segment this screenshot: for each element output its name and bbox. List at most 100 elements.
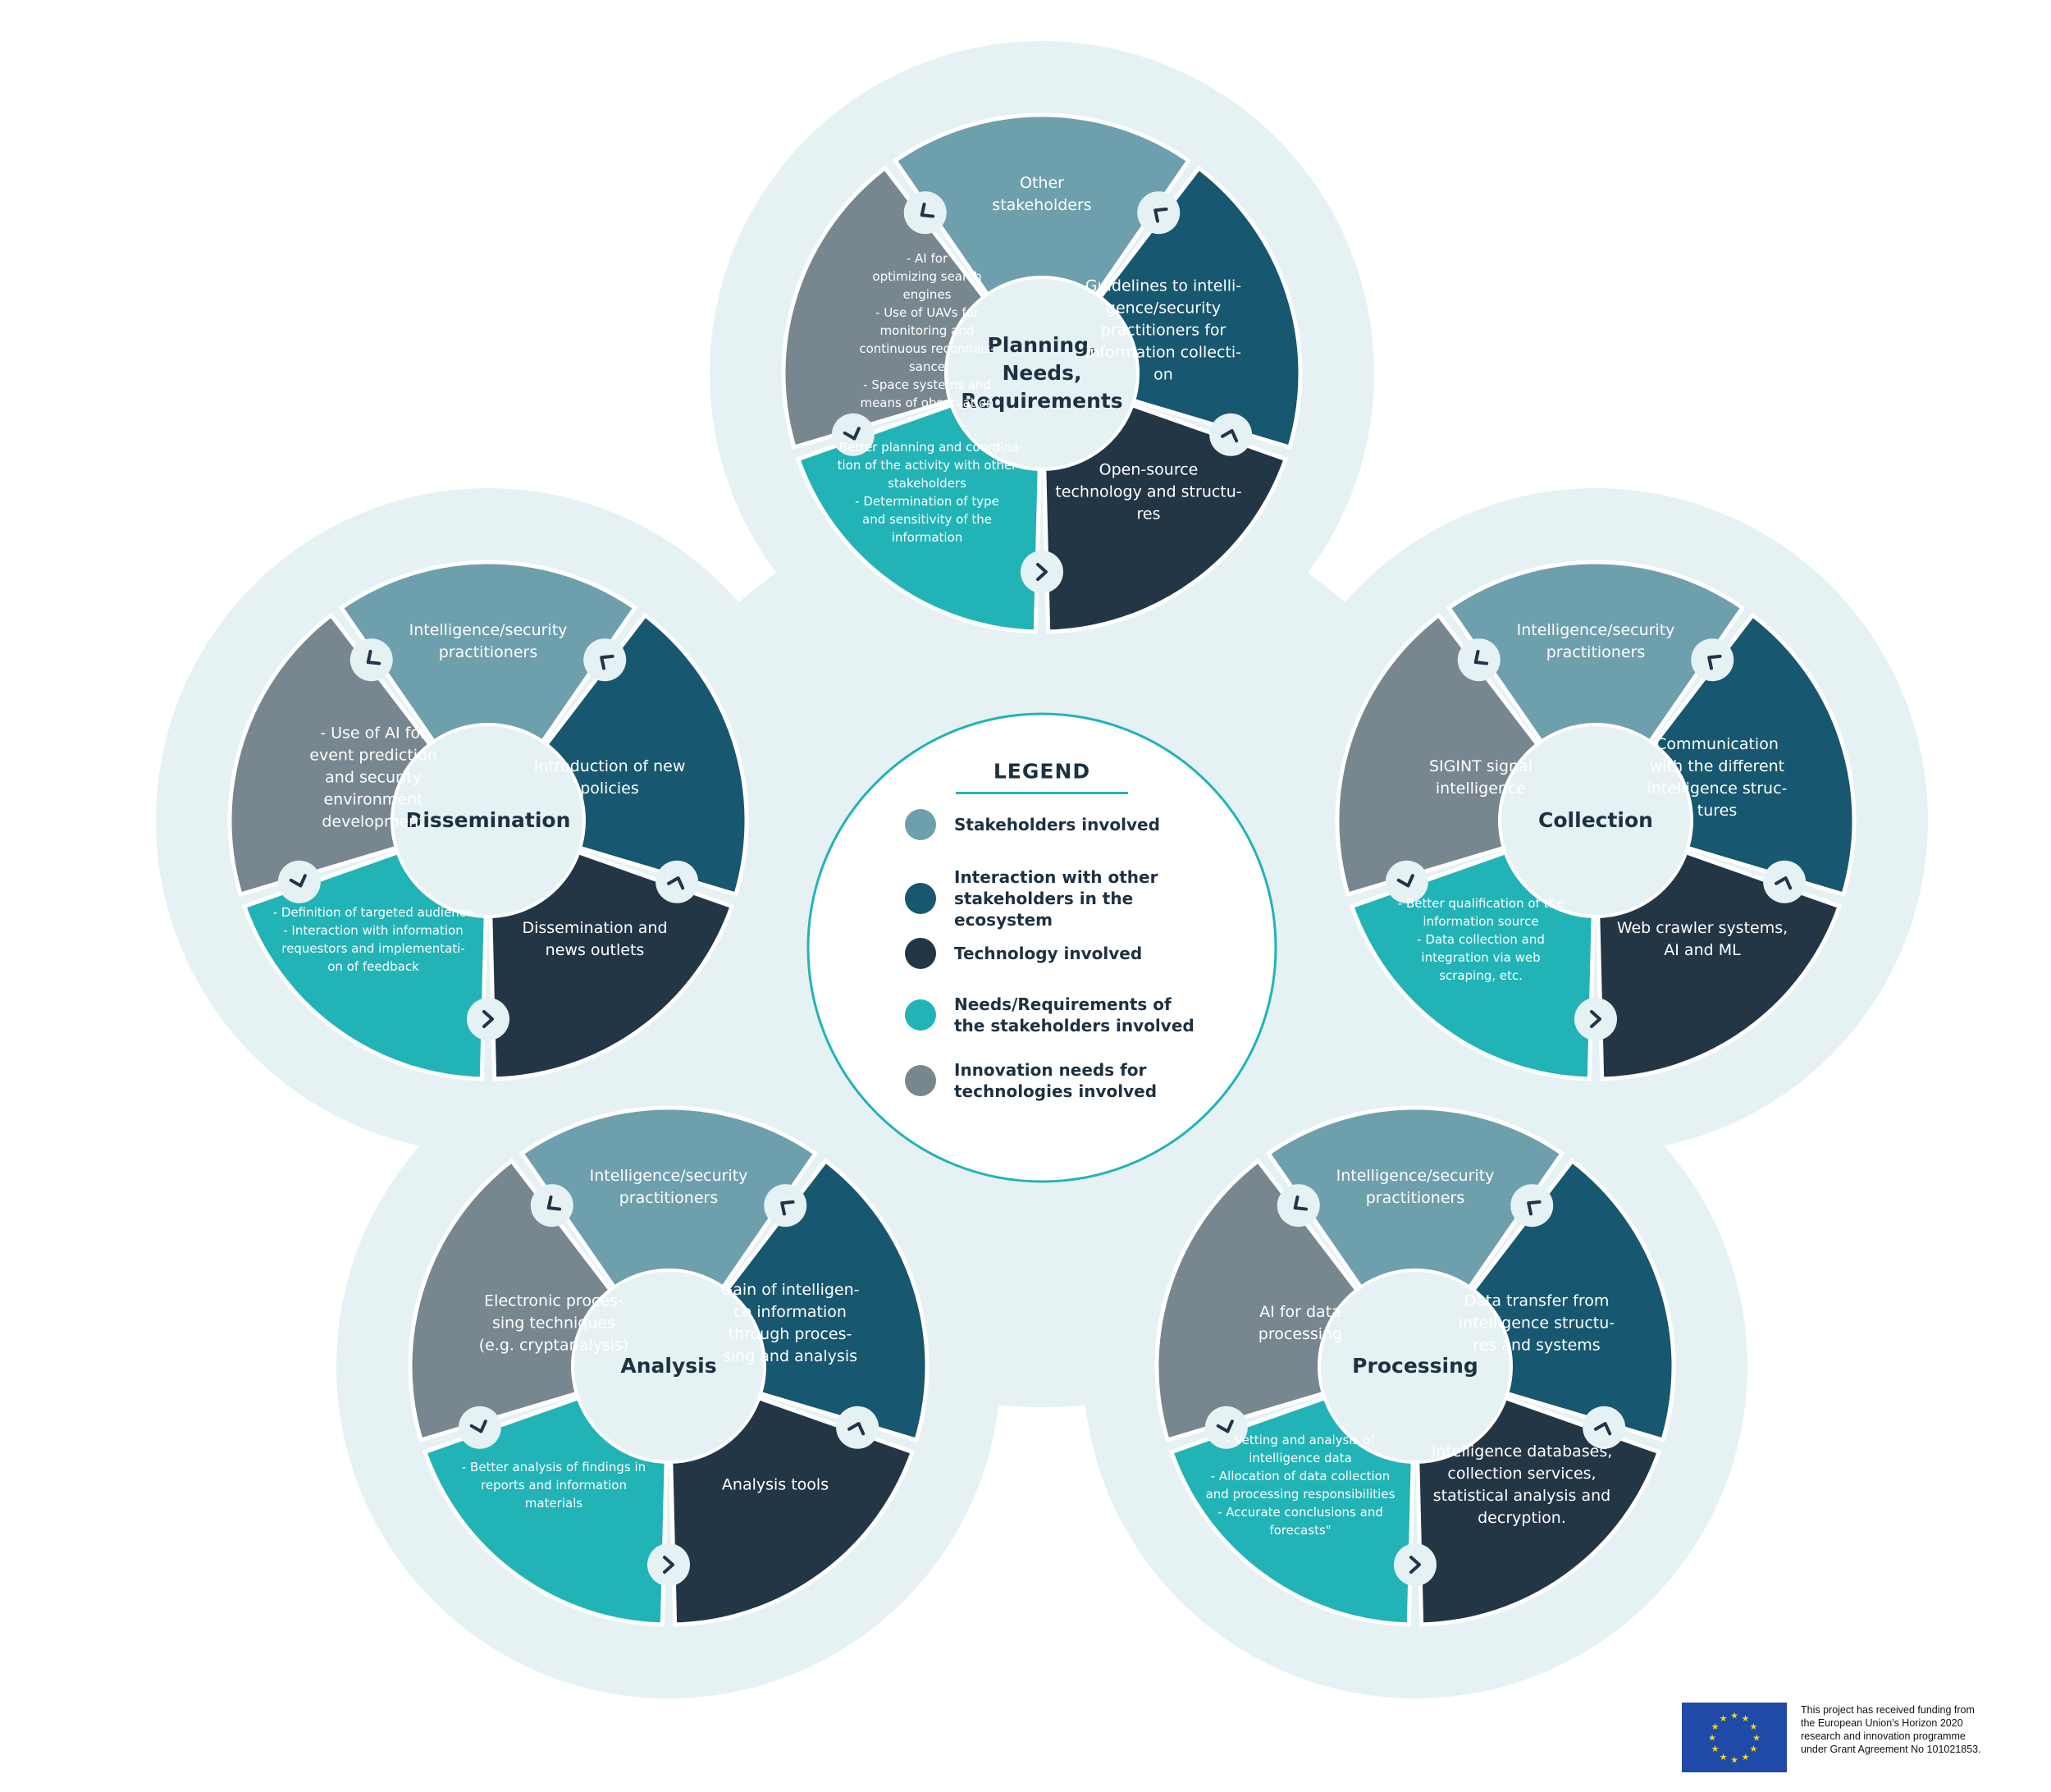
segment-label-line: Other: [1020, 174, 1064, 192]
segment-label-line: reports and information: [481, 1478, 627, 1493]
segment-label-line: stakeholders: [992, 196, 1092, 214]
wheel-title-line: Dissemination: [405, 808, 571, 832]
legend-swatch: [905, 809, 936, 840]
segment-label-line: sing and analysis: [722, 1347, 858, 1365]
segment-label-line: - AI for: [906, 251, 948, 266]
wheel-title-line: Collection: [1538, 808, 1653, 832]
cycle-arrow-icon: [277, 860, 321, 903]
legend-label-line: the stakeholders involved: [954, 1016, 1195, 1035]
segment-label-line: Introduction of new: [533, 757, 686, 775]
wheel-title-line: Requirements: [961, 389, 1123, 413]
segment-label-line: and security: [325, 768, 422, 787]
star-icon: ★: [1720, 1752, 1728, 1762]
wheel-title-line: Needs,: [1002, 361, 1082, 385]
star-icon: ★: [1749, 1721, 1757, 1732]
segment-label-line: - Use of AI for: [320, 724, 427, 743]
segment-label-stakeholders: Intelligence/security practitioners: [409, 619, 568, 664]
segment-label-line: practitioners: [438, 643, 538, 661]
segment-label-line: - Better qualification of the: [1397, 896, 1565, 911]
segment-label-line: Open-source: [1099, 460, 1199, 479]
segment-label-line: Web crawler systems,: [1616, 919, 1788, 937]
cycle-arrow-icon: [1691, 638, 1734, 682]
segment-label-line: - Interaction with information: [283, 923, 464, 938]
wheel-title-line: Processing: [1352, 1354, 1478, 1378]
segment-label-technology: Analysis tools: [722, 1474, 829, 1497]
segment-label-line: - Data collection and: [1417, 932, 1545, 947]
segment-label-line: monitoring and: [879, 323, 975, 338]
segment-label-line: and processing responsibilities: [1205, 1487, 1396, 1502]
cycle-arrow-icon: [1763, 860, 1807, 903]
segment-label-line: Communication: [1656, 735, 1779, 753]
star-icon: ★: [1708, 1733, 1716, 1744]
cycle-arrow-icon: [1277, 1184, 1320, 1227]
segment-label-line: intelligence structu-: [1458, 1314, 1615, 1333]
legend-swatch: [905, 938, 936, 969]
segment-label-innovation: Electronic proces-sing techniques(e.g. c…: [479, 1291, 629, 1357]
segment-stakeholders: [518, 1105, 819, 1370]
segment-stakeholders: [1446, 560, 1746, 825]
wheel-processing: [1154, 1105, 1676, 1627]
segment-label-line: and sensitivity of the: [862, 512, 992, 527]
cycle-arrow-icon: [1457, 638, 1501, 682]
wheel-title: Analysis: [620, 1352, 716, 1380]
segment-label-line: through proces-: [728, 1325, 852, 1343]
segment-label-needs: - Better planning and coordina-tion of t…: [831, 438, 1024, 546]
segment-label-line: practitioners: [619, 1189, 719, 1207]
segment-label-line: - Allocation of data collection: [1210, 1469, 1391, 1483]
segment-label-line: - Space systems and: [863, 377, 991, 392]
wheel-collection: [1335, 560, 1857, 1081]
star-icon: ★: [1742, 1713, 1750, 1724]
legend-label: Technology involved: [954, 943, 1225, 964]
segment-label-technology: Web crawler systems,AI and ML: [1617, 917, 1788, 962]
hub-circle: [1498, 723, 1693, 918]
segment-stakeholders: [338, 560, 638, 825]
segment-label-technology: Intelligence databases,collection servic…: [1432, 1441, 1613, 1529]
segment-label-line: Guidelines to intelli-: [1085, 277, 1242, 295]
cycle-arrow-icon: [647, 1543, 690, 1586]
funding-line: research and innovation programme: [1801, 1730, 1966, 1742]
segment-label-line: stakeholders: [888, 476, 966, 491]
cycle-arrow-icon: [467, 998, 509, 1040]
segment-label-line: statistical analysis and: [1432, 1487, 1611, 1505]
funding-line: This project has received funding from: [1801, 1704, 1975, 1716]
hub-circle: [571, 1269, 766, 1464]
segment-label-line: Intelligence/security: [409, 621, 568, 639]
segment-label-line: environment: [323, 790, 423, 809]
segment-label-interaction: Introduction of new policies: [534, 756, 686, 800]
wheel-title-line: Analysis: [620, 1354, 717, 1378]
segment-label-line: res and systems: [1473, 1336, 1601, 1355]
segment-label-line: policies: [580, 779, 639, 798]
segment-label-line: practitioners: [1546, 643, 1646, 661]
segment-label-line: means of observation: [860, 395, 994, 410]
cycle-arrow-icon: [836, 1406, 879, 1449]
segment-label-line: - Use of UAVs for: [875, 305, 979, 320]
segment-label-line: Dissemination and: [522, 919, 668, 937]
legend-label-line: technologies involved: [954, 1081, 1158, 1101]
segment-label-line: technology and structu-: [1055, 482, 1242, 501]
cycle-arrow-icon: [764, 1184, 807, 1227]
segment-label-needs: - Definition of targeted audience- Inter…: [273, 903, 474, 976]
wheel-title-line: Planning,: [987, 333, 1097, 357]
segment-label-line: AI for data: [1259, 1303, 1341, 1321]
segment-label-line: information collecti-: [1085, 343, 1242, 362]
wheel-title: Collection: [1538, 807, 1653, 834]
segment-label-line: (e.g. cryptanalysis): [478, 1336, 629, 1355]
legend-label-line: Stakeholders involved: [954, 815, 1160, 834]
wheel-analysis: [408, 1105, 930, 1627]
legend-underline: [956, 792, 1128, 794]
segment-label-line: event prediction: [309, 746, 437, 765]
segment-label-line: Electronic proces-: [484, 1291, 624, 1310]
cycle-arrow-icon: [1394, 1543, 1437, 1586]
